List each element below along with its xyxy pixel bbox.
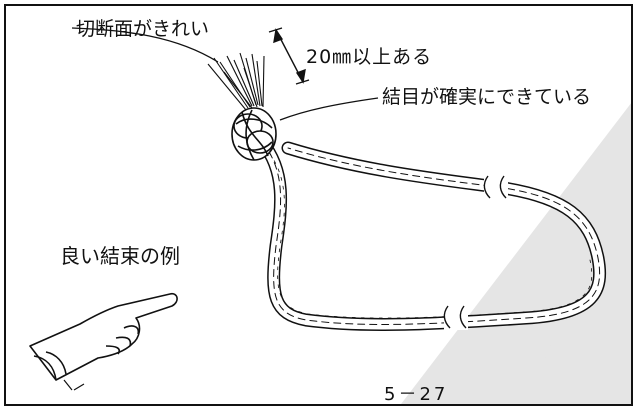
page-number: 5－27 (384, 384, 449, 405)
knot-icon (231, 107, 277, 161)
pointing-hand-icon (29, 292, 178, 391)
dimension-marks (268, 27, 310, 85)
rope-breaks (443, 174, 508, 330)
illustration-canvas (29, 27, 631, 404)
page-title: 良い結束の例 (60, 244, 180, 268)
leader-lines (71, 27, 379, 121)
cut-clean-label: 切断面がきれい (76, 18, 210, 40)
length-note-label: 20㎜以上ある (306, 46, 433, 68)
cut-ends-icon (207, 52, 265, 111)
knot-secure-label: 結目が確実にできている (382, 86, 592, 108)
illustration-frame: 切断面がきれい 20㎜以上ある 結目が確実にできている 良い結束の例 5－27 (4, 4, 633, 406)
